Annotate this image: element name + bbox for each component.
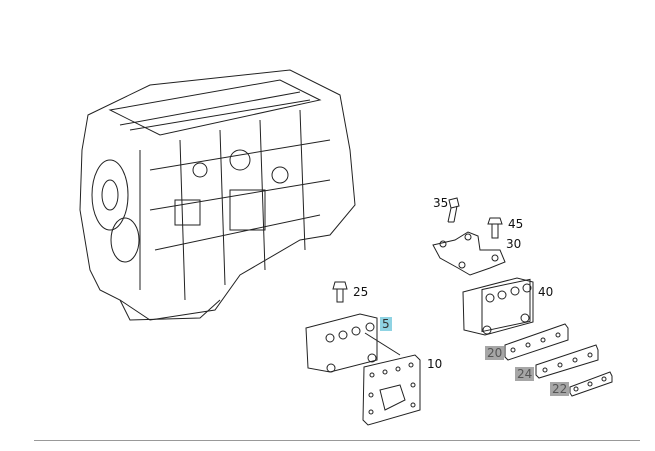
shim-22 [569,371,613,397]
bracket-30 [432,231,506,276]
shim-20 [504,323,569,361]
bolt-35 [447,197,460,223]
callout-30[interactable]: 30 [506,237,522,251]
callout-40[interactable]: 40 [538,285,554,299]
engine-illustration [79,69,356,321]
bolt-25 [332,281,348,303]
callout-10[interactable]: 10 [427,357,443,371]
divider-line [34,440,640,441]
mount-5 [305,313,401,373]
mount-40 [462,277,534,336]
callout-20[interactable]: 20 [485,346,505,360]
callout-35[interactable]: 35 [433,196,449,210]
callout-45[interactable]: 45 [508,217,524,231]
callout-22[interactable]: 22 [550,382,570,396]
plate-10 [362,354,421,426]
bolt-45 [487,217,503,239]
shim-24 [535,344,599,379]
callout-24[interactable]: 24 [515,367,535,381]
callout-5-selected[interactable]: 5 [380,317,392,331]
callout-25[interactable]: 25 [353,285,369,299]
